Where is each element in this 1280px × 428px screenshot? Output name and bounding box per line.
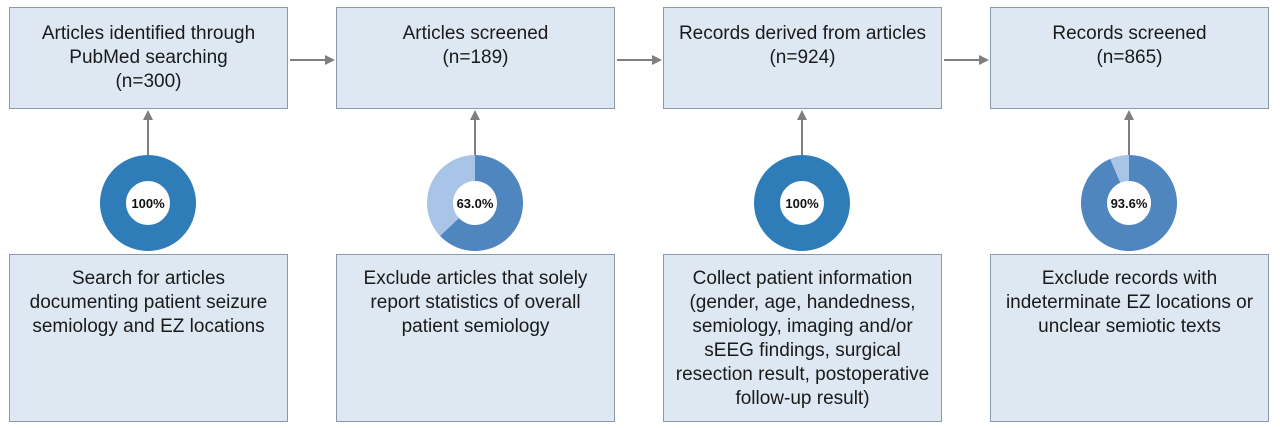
step-3-percent-label: 100% [785,196,819,211]
step-3-donut-retained-slice [754,155,850,251]
step-3-box: Records derived from articles (n=924) [663,7,942,109]
step-2-description-line-3: patient semiology [401,316,550,337]
step-3-description-line-5: resection result, postoperative [675,364,930,385]
step-3-description-box: Collect patient information (gender, age… [663,254,942,422]
step-2-count: (n=189) [442,47,509,68]
step-4-description-line-2: indeterminate EZ locations or [1005,292,1254,313]
step-2-donut-excluded-slice [427,155,475,236]
step-4-count: (n=865) [1096,47,1163,68]
step-3-description-line-3: semiology, imaging and/or [692,316,913,337]
step-2-percent-label: 63.0% [457,196,494,211]
step-4-percent-label: 93.6% [1111,196,1148,211]
step-2-title: Articles screened [402,23,549,44]
step-3-title: Records derived from articles [678,23,927,44]
step-1-percent-label: 100% [131,196,165,211]
step-4-donut-retained-slice [1081,155,1177,251]
step-1-description-line-2: documenting patient seizure [29,292,268,313]
step-2-donut-retained-slice [440,155,523,251]
step-3-count: (n=924) [769,47,836,68]
step-4-description-line-3: unclear semiotic texts [1038,316,1221,337]
step-1-title-line-1: Articles identified through [41,23,256,44]
step-1-title-line-2: PubMed searching [69,47,228,68]
step-4-description-box: Exclude records with indeterminate EZ lo… [990,254,1269,422]
step-1-description-line-1: Search for articles [71,268,226,289]
step-2-description-box: Exclude articles that solely report stat… [336,254,615,422]
step-1-donut-retained-slice [100,155,196,251]
step-1-box: Articles identified through PubMed searc… [9,7,288,109]
step-4-donut-excluded-slice [1110,155,1129,183]
step-4-description-line-1: Exclude records with [1041,268,1218,289]
step-1-description-box: Search for articles documenting patient … [9,254,288,422]
step-4-title: Records screened [1052,23,1207,44]
step-2-description-line-2: report statistics of overall [370,292,581,313]
step-3-description-line-2: (gender, age, handedness, [689,292,916,313]
step-2-description-line-1: Exclude articles that solely [363,268,588,289]
step-1-description-line-3: semiology and EZ locations [32,316,265,337]
step-3-description-line-4: sEEG findings, surgical [704,340,901,361]
step-1-count: (n=300) [115,71,182,92]
step-4-box: Records screened (n=865) [990,7,1269,109]
step-2-box: Articles screened (n=189) [336,7,615,109]
step-3-description-line-6: follow-up result) [735,388,870,409]
step-3-description-line-1: Collect patient information [692,268,913,289]
